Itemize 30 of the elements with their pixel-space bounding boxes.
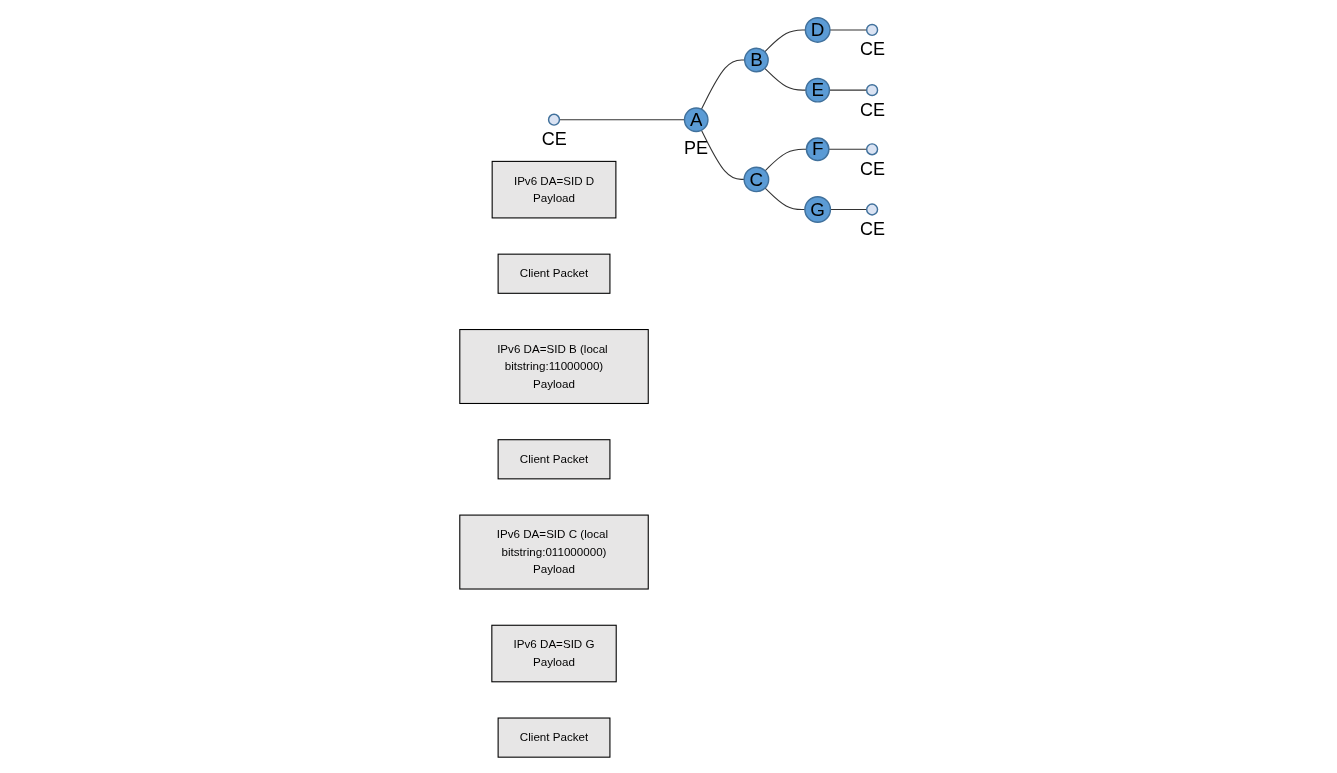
node-circle: G bbox=[804, 196, 831, 223]
connector bbox=[828, 148, 868, 150]
node-circle bbox=[865, 143, 879, 156]
node-box: IPv6 DA=SID C (local bitstring:011000000) Payload bbox=[459, 514, 649, 590]
node-box: IPv6 DA=SID D Payload bbox=[491, 160, 617, 219]
node-caption: PE bbox=[684, 137, 709, 159]
node-circle: A bbox=[683, 107, 709, 133]
node-circle: B bbox=[743, 47, 769, 73]
node-circle: F bbox=[805, 137, 830, 162]
node-caption: CE bbox=[859, 158, 885, 180]
node-box: IPv6 DA=SID G Payload bbox=[491, 624, 617, 683]
connector bbox=[764, 29, 806, 53]
node-box: Client Packet bbox=[497, 253, 611, 294]
node-circle bbox=[865, 23, 879, 37]
connector bbox=[700, 129, 745, 180]
node-caption: CE bbox=[541, 129, 567, 151]
node-caption: CE bbox=[859, 39, 885, 61]
node-caption: CE bbox=[859, 218, 885, 240]
node-circle bbox=[865, 84, 879, 97]
node-box: Client Packet bbox=[497, 717, 611, 758]
node-caption: CE bbox=[859, 99, 885, 121]
connector bbox=[764, 148, 807, 172]
connector bbox=[558, 119, 685, 121]
node-circle: C bbox=[743, 166, 770, 193]
node-circle: E bbox=[805, 77, 830, 103]
node-circle bbox=[865, 203, 879, 216]
node-box: Client Packet bbox=[497, 439, 611, 480]
node-circle bbox=[547, 113, 560, 126]
node-circle: D bbox=[804, 17, 831, 43]
node-box: IPv6 DA=SID B (local bitstring:11000000) Payload bbox=[459, 329, 649, 405]
